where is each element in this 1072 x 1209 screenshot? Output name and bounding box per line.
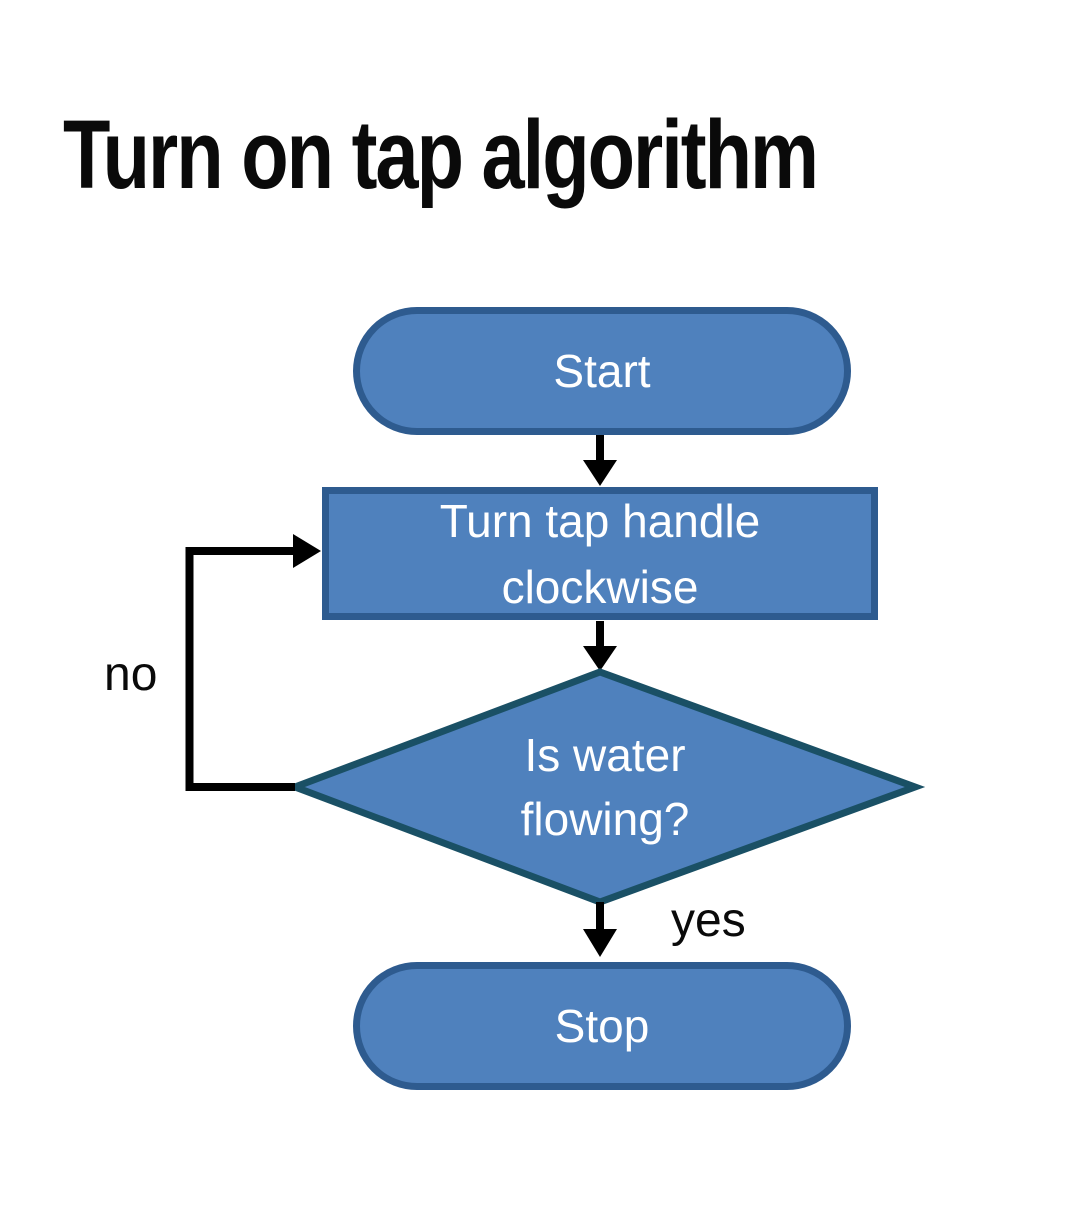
edge-process-decision-arrowhead-icon	[583, 646, 617, 671]
stop-node-border	[353, 962, 851, 1090]
edge-label-yes: yes	[671, 894, 746, 947]
edge-decision-process-arrowhead-icon	[293, 534, 321, 568]
stop-node-shape	[356, 965, 848, 1087]
edge-decision-process-loop-line	[185, 547, 295, 791]
start-node-border	[353, 307, 851, 435]
edge-label-no: no	[104, 648, 158, 701]
page-title: Turn on tap algorithm	[63, 100, 819, 209]
process-node-shape	[325, 490, 875, 617]
start-node-shape	[356, 310, 848, 432]
decision-node-shape	[295, 672, 915, 902]
edge-start-process-arrowhead-icon	[583, 460, 617, 486]
process-node-border	[322, 487, 878, 620]
edge-decision-stop-arrowhead-icon	[583, 929, 617, 957]
